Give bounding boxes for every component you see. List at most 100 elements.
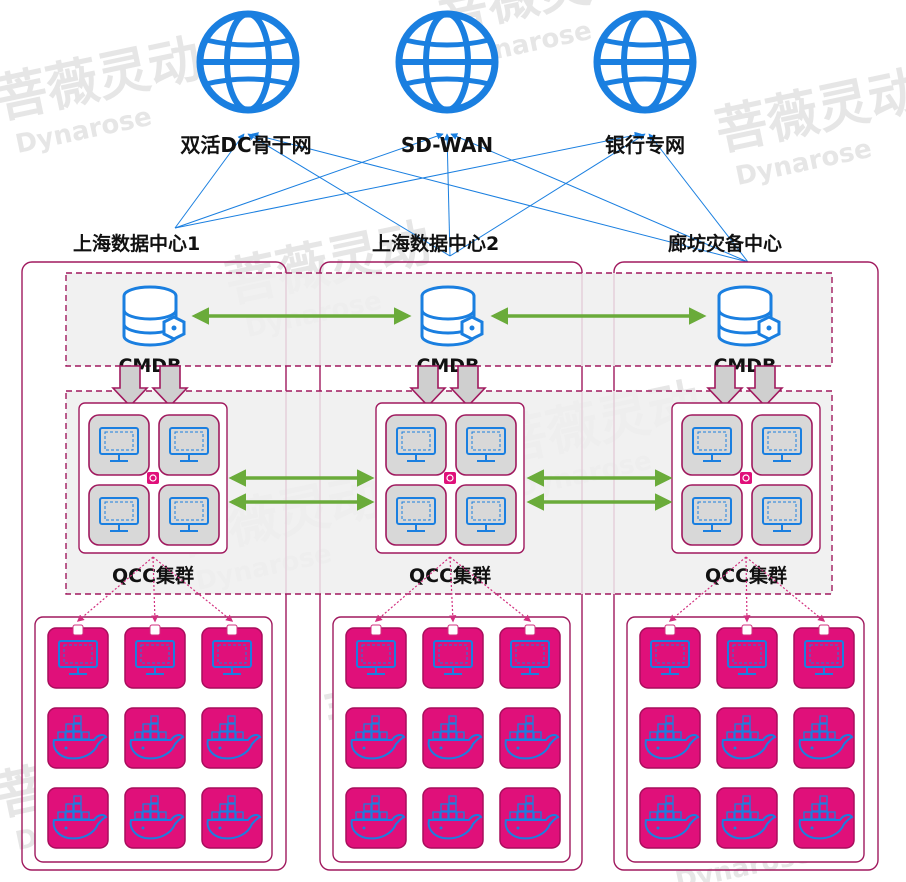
cluster-hub-icon (444, 472, 456, 484)
monitor-icon (727, 640, 767, 675)
cluster-label: QCC集群 (112, 564, 194, 587)
deploy-link (449, 556, 457, 623)
qcc-cluster (671, 402, 821, 554)
host-tile (201, 707, 263, 769)
network-link (443, 133, 451, 257)
datacenter-title: 廊坊灾备中心 (668, 232, 782, 255)
host-tile (793, 707, 855, 769)
globe-icon (196, 10, 300, 114)
deploy-link (668, 556, 747, 622)
agent-icon (664, 624, 676, 636)
monitor-icon (169, 427, 209, 462)
monitor-icon (135, 640, 175, 675)
database-icon (122, 285, 186, 347)
docker-whale-icon (129, 795, 185, 840)
cluster-hub-icon (740, 472, 752, 484)
deploy-link (743, 556, 751, 623)
down-arrow (706, 365, 744, 408)
monitor-icon (356, 640, 396, 675)
monitor-icon (762, 497, 802, 532)
monitor-icon (692, 497, 732, 532)
agent-icon (149, 624, 161, 636)
network-link (247, 133, 451, 257)
host-tile (422, 707, 484, 769)
docker-whale-icon (798, 715, 854, 760)
deploy-link (745, 556, 826, 622)
host-tile (793, 787, 855, 849)
deploy-link (76, 556, 154, 622)
network-link (174, 132, 444, 229)
agent-icon (524, 624, 536, 636)
host-tile (499, 707, 561, 769)
monitor-icon (433, 640, 473, 675)
deploy-link (152, 556, 234, 622)
network-label: 双活DC骨干网 (180, 133, 311, 157)
monitor-icon (466, 497, 506, 532)
monitor-icon (466, 427, 506, 462)
monitor-icon (396, 497, 436, 532)
down-arrow (746, 365, 784, 408)
host-tile (639, 707, 701, 769)
qcc-cluster (78, 402, 228, 554)
docker-whale-icon (427, 795, 483, 840)
monitor-icon (396, 427, 436, 462)
host-tile (201, 787, 263, 849)
database-icon (420, 285, 484, 347)
network-label: 银行专网 (605, 133, 685, 157)
docker-whale-icon (644, 715, 700, 760)
down-arrow (409, 365, 447, 408)
deploy-link (449, 556, 532, 622)
network-link (174, 131, 642, 229)
agent-icon (741, 624, 753, 636)
host-group (34, 556, 273, 863)
network-link (648, 133, 749, 263)
monitor-icon (804, 640, 844, 675)
agent-icon (226, 624, 238, 636)
globe-icon (395, 10, 499, 114)
docker-whale-icon (350, 715, 406, 760)
docker-whale-icon (427, 715, 483, 760)
network-link (174, 133, 245, 229)
docker-whale-icon (798, 795, 854, 840)
monitor-icon (99, 497, 139, 532)
monitor-icon (510, 640, 550, 675)
host-tile (124, 787, 186, 849)
deploy-link (151, 556, 159, 623)
network-link (251, 132, 749, 263)
agent-icon (370, 624, 382, 636)
database-icon (717, 285, 781, 347)
host-tile (639, 787, 701, 849)
docker-whale-icon (206, 795, 262, 840)
docker-whale-icon (129, 715, 185, 760)
host-group (332, 556, 571, 863)
host-tile (345, 707, 407, 769)
host-tile (422, 787, 484, 849)
network-link (450, 133, 749, 263)
docker-whale-icon (721, 715, 777, 760)
monitor-icon (212, 640, 252, 675)
cluster-label: QCC集群 (705, 564, 787, 587)
monitor-icon (169, 497, 209, 532)
network-links (174, 131, 749, 263)
datacenter-title: 上海数据中心2 (372, 232, 499, 255)
host-tile (716, 787, 778, 849)
monitor-icon (692, 427, 732, 462)
down-arrow (449, 365, 487, 408)
monitor-icon (58, 640, 98, 675)
docker-whale-icon (52, 795, 108, 840)
host-tile (124, 707, 186, 769)
qcc-cluster (375, 402, 525, 554)
cluster-hub-icon (147, 472, 159, 484)
down-arrow (111, 365, 149, 408)
docker-whale-icon (504, 715, 560, 760)
host-tile (345, 787, 407, 849)
host-tile (47, 787, 109, 849)
monitor-icon (99, 427, 139, 462)
docker-whale-icon (206, 715, 262, 760)
host-tile (716, 707, 778, 769)
network-label: SD-WAN (401, 133, 493, 157)
docker-whale-icon (721, 795, 777, 840)
